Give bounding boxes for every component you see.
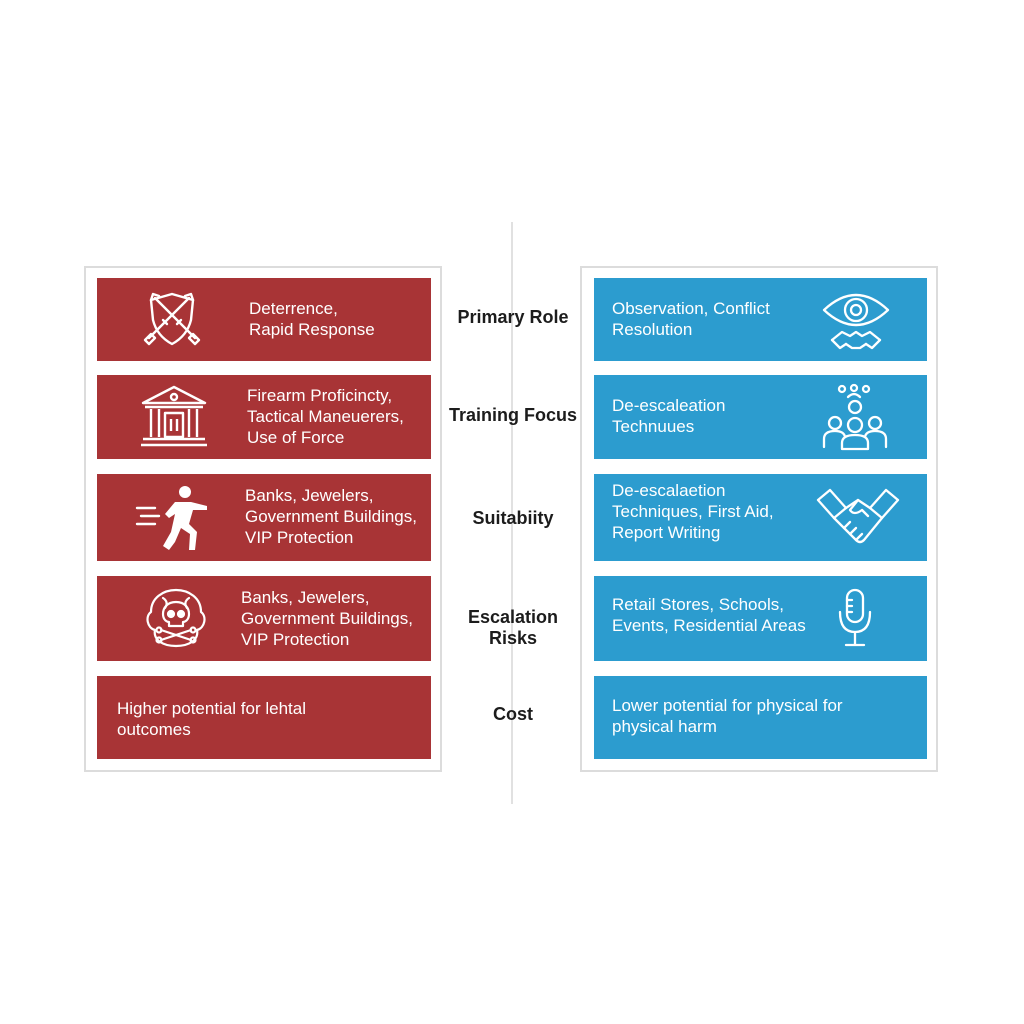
- left-card-text: Deterrence, Rapid Response: [249, 299, 375, 339]
- right-card-training-focus: De-escaleation Technuues: [594, 375, 927, 459]
- right-card-text: De-escalaetion Techniques, First Aid, Re…: [612, 481, 774, 542]
- row-label-primary-role: Primary Role: [457, 307, 569, 327]
- center-divider: [511, 222, 513, 804]
- right-card-escalation-risks: Retail Stores, Schools, Events, Resident…: [594, 576, 927, 661]
- left-card-text: Banks, Jewelers, Government Buildings, V…: [241, 588, 413, 649]
- row-label-cost: Cost: [493, 704, 533, 724]
- left-card-suitability: Banks, Jewelers, Government Buildings, V…: [97, 474, 431, 561]
- right-card-text: Retail Stores, Schools, Events, Resident…: [612, 595, 806, 635]
- right-card-suitability: De-escalaetion Techniques, First Aid, Re…: [594, 474, 927, 561]
- left-card-cost: Higher potential for lehtal outcomes: [97, 676, 431, 759]
- bank-building-icon: [141, 385, 207, 447]
- left-card-text: Banks, Jewelers, Government Buildings, V…: [245, 486, 417, 547]
- left-card-primary-role: Deterrence, Rapid Response: [97, 278, 431, 361]
- row-label-suitability: Suitabiity: [472, 508, 554, 528]
- crossed-rifles-shield-icon: [143, 292, 201, 346]
- right-card-text: Lower potential for physical for physica…: [612, 696, 843, 736]
- skull-crossbones-icon: [146, 588, 206, 648]
- row-label-training-focus: Training Focus: [448, 405, 577, 425]
- eye-handshake-icon: [822, 294, 890, 350]
- right-card-text: Observation, Conflict Resolution: [612, 299, 770, 339]
- right-card-cost: Lower potential for physical for physica…: [594, 676, 927, 759]
- left-card-text: Higher potential for lehtal outcomes: [117, 699, 307, 739]
- running-gunman-icon: [135, 486, 207, 550]
- group-of-people-icon: [822, 383, 888, 451]
- left-card-training-focus: Firearm Proficincty, Tactical Maneuerers…: [97, 375, 431, 459]
- left-card-text: Firearm Proficincty, Tactical Maneuerers…: [247, 386, 404, 447]
- right-card-text: De-escaleation Technuues: [612, 396, 726, 436]
- row-label-escalation-risks: Escalation Risks: [467, 607, 559, 648]
- microphone-icon: [838, 588, 872, 647]
- right-card-primary-role: Observation, Conflict Resolution: [594, 278, 927, 361]
- handshake-icon: [816, 488, 900, 544]
- left-card-escalation-risks: Banks, Jewelers, Government Buildings, V…: [97, 576, 431, 661]
